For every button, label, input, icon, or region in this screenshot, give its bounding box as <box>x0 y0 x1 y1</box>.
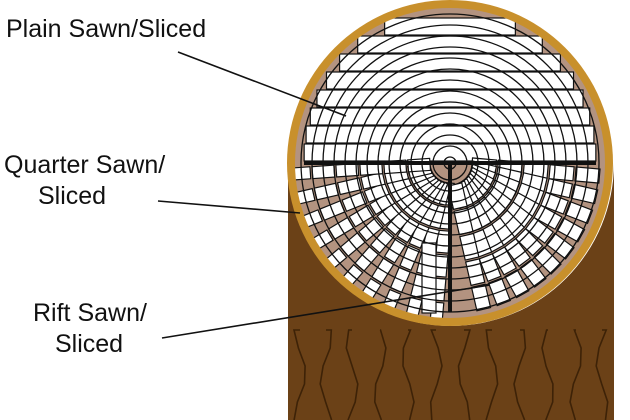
label-plain-sawn-line1: Plain Sawn/Sliced <box>6 15 207 43</box>
wood-grain-line <box>569 329 582 420</box>
wood-grain-line <box>402 329 415 420</box>
rift-sawn-board <box>533 204 563 231</box>
quarter-sawn-board <box>336 177 363 196</box>
wood-grain-line <box>541 329 554 420</box>
label-rift-sawn-line1: Rift Sawn/ <box>33 299 147 327</box>
pointer-line-plain-sawn <box>177 51 347 117</box>
rift-sawn-board <box>491 246 518 276</box>
wood-grain-line <box>485 329 499 420</box>
quarter-sawn-board <box>335 162 360 178</box>
label-rift-sawn: Rift Sawn/ Sliced <box>33 298 147 360</box>
wood-grain-line <box>457 329 471 420</box>
plain-sawn-board <box>384 17 516 36</box>
rift-sawn-board <box>503 237 532 268</box>
wood-grain-line <box>429 329 443 420</box>
quarter-sawn-board <box>341 191 368 213</box>
rift-sawn-board <box>524 216 555 245</box>
label-plain-sawn: Plain Sawn/Sliced <box>6 14 206 45</box>
log-body <box>288 163 614 420</box>
rift-sawn-board <box>514 227 544 257</box>
label-quarter-sawn-line2: Sliced <box>38 182 107 210</box>
rift-sawn-board <box>478 253 502 283</box>
label-rift-sawn-line2: Sliced <box>55 330 124 358</box>
saw-cut-lines <box>304 161 596 312</box>
pointer-line-rift-sawn <box>161 284 491 339</box>
wood-grain-line <box>319 329 333 420</box>
rift-sawn-board <box>540 191 570 215</box>
quarter-sawn-board <box>383 237 408 264</box>
lumber-boards <box>295 17 601 318</box>
rift-sawn-board <box>548 164 575 182</box>
label-quarter-sawn-line1: Quarter Sawn/ <box>4 151 166 179</box>
wood-grain-line <box>292 329 306 420</box>
wood-grain-line <box>373 329 387 420</box>
quarter-sawn-board <box>295 166 312 181</box>
quarter-sawn-board <box>399 244 421 272</box>
plain-sawn-board <box>357 35 543 54</box>
plain-sawn-board <box>316 89 584 108</box>
wood-grain-line <box>513 329 527 420</box>
wood-grain-line <box>345 329 359 420</box>
plain-sawn-board <box>309 107 591 126</box>
quarter-sawn-board <box>348 204 376 228</box>
wood-grain-line <box>595 329 609 420</box>
pointer-line-quarter-sawn <box>157 200 301 214</box>
label-quarter-sawn: Quarter Sawn/ Sliced <box>4 150 165 212</box>
